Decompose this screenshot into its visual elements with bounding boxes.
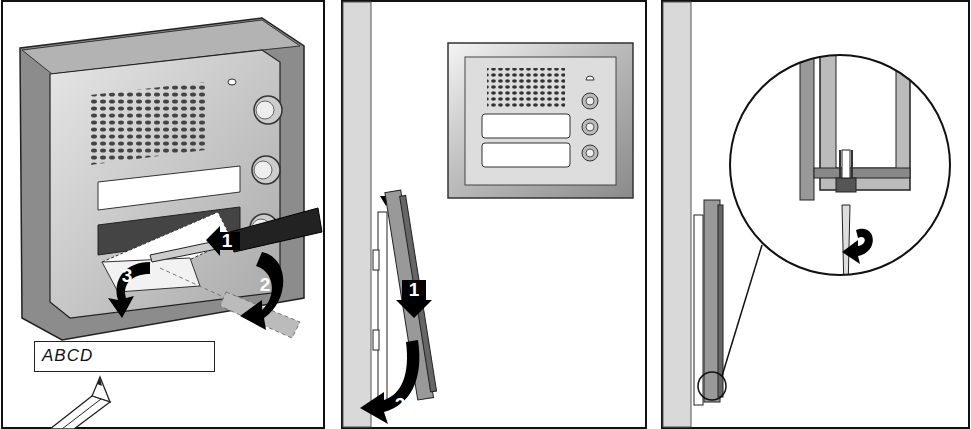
callout-arrow: [396, 280, 432, 318]
callout-number: 1: [217, 230, 237, 252]
intercom-housing: [20, 18, 304, 340]
callout-arrow: [206, 226, 240, 256]
detail-circle: [698, 372, 726, 400]
panel-frame: [342, 1, 646, 428]
screwdriver: [150, 208, 322, 338]
callout-number: 3: [117, 265, 137, 287]
callout-arrow: [360, 340, 419, 424]
intercom-front: [448, 43, 633, 198]
callout-number: 1: [404, 279, 424, 301]
callout-number: 2: [255, 274, 275, 296]
leader-line: [722, 245, 762, 376]
panel-frame: [662, 1, 969, 428]
callout-number: 2: [390, 394, 410, 416]
mounting-plate: [378, 212, 387, 407]
magnified-detail: [730, 40, 950, 330]
card-text: ABCD: [35, 342, 214, 370]
callout-arrow: [240, 252, 283, 330]
callout-arrow: [108, 262, 150, 318]
rotation-arrow: [842, 229, 873, 264]
pencil: [50, 377, 110, 429]
label-card: ABCD: [34, 341, 215, 372]
wall: [663, 2, 691, 427]
panel-frame: [2, 1, 324, 428]
wall: [343, 2, 371, 427]
